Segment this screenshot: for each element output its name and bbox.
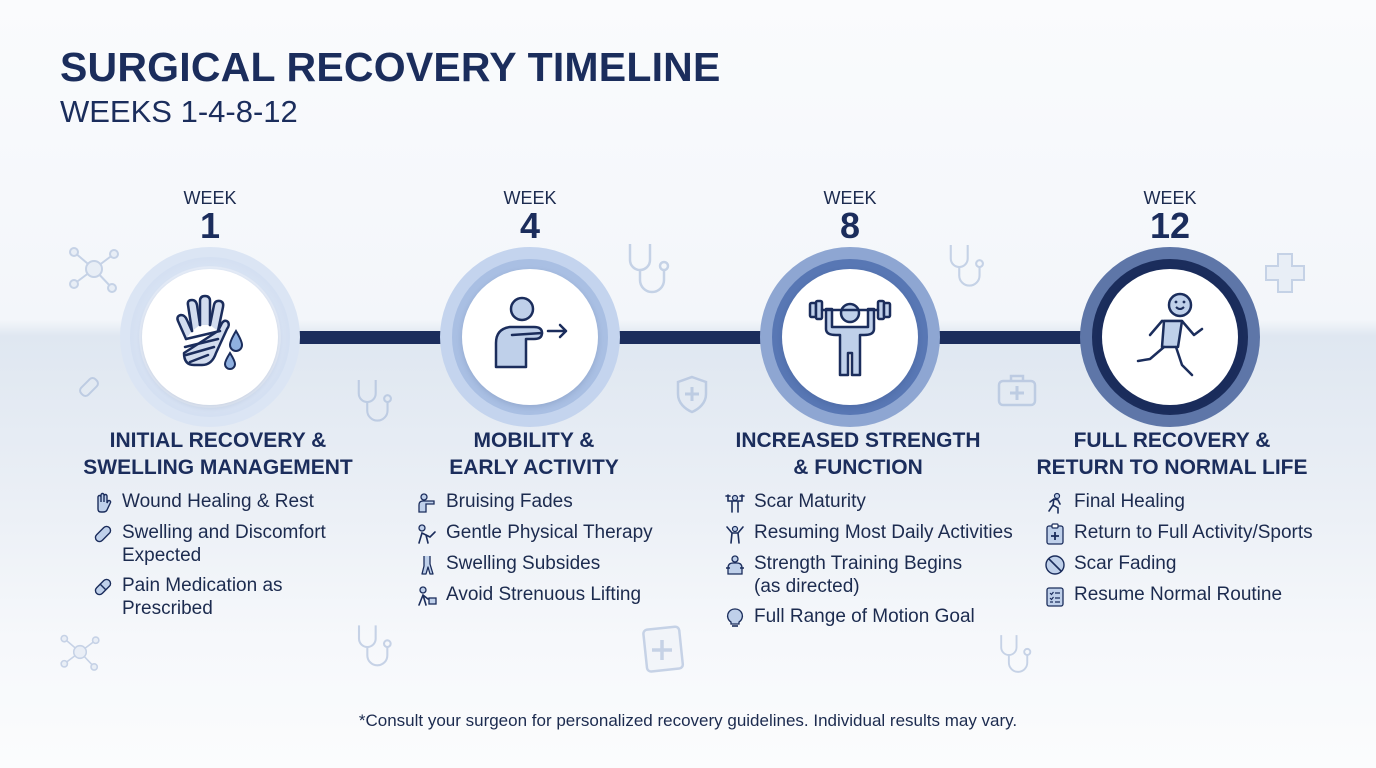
strength-icon	[726, 555, 744, 575]
list-item: Scar Fading	[1044, 552, 1313, 576]
stethoscope-icon	[628, 244, 670, 294]
list-item: Return to Full Activity/Sports	[1044, 521, 1313, 545]
pill-icon	[94, 578, 112, 596]
list-item: Resume Normal Routine	[1044, 583, 1313, 607]
list-item-text: Avoid Strenuous Lifting	[446, 584, 642, 605]
stethoscope-icon	[1000, 635, 1032, 673]
list-item: Strength Training Begins(as directed)	[724, 552, 1013, 598]
medical-clipboard-icon	[1046, 523, 1064, 545]
bandaged-hand-icon	[176, 294, 244, 370]
list-item: Final Healing	[1044, 490, 1313, 514]
list-item-text: Gentle Physical Therapy	[446, 522, 653, 543]
medical-cross-icon	[1265, 253, 1305, 293]
list-item-text: Final Healing	[1074, 491, 1185, 512]
list-item: Full Range of Motion Goal	[724, 605, 1013, 629]
stage-item-list: Scar Maturity Resuming Most Daily Activi…	[724, 490, 1013, 636]
list-item-text: Resume Normal Routine	[1074, 584, 1283, 605]
list-item-text: Full Range of Motion Goal	[754, 606, 975, 627]
list-item-text: Return to Full Activity/Sports	[1074, 522, 1313, 543]
week-label: WEEK	[503, 188, 557, 208]
dumbbell-person-icon	[725, 494, 745, 513]
leg-icon	[421, 556, 434, 575]
week-label: WEEK	[183, 188, 237, 208]
list-item-text: Scar Fading	[1074, 553, 1177, 574]
page-subtitle: WEEKS 1-4-8-12	[60, 94, 298, 129]
list-item-text: Strength Training Begins(as directed)	[754, 553, 963, 597]
stage-heading: INCREASED STRENGTH & FUNCTION	[735, 429, 981, 479]
list-item-text: Wound Healing & Rest	[122, 491, 314, 512]
no-scar-icon	[1045, 555, 1065, 575]
week-number: 4	[519, 205, 541, 246]
shield-cross-icon	[676, 375, 708, 414]
timeline-connector	[280, 331, 1100, 344]
bandage-icon	[94, 525, 112, 543]
list-item: Avoid Strenuous Lifting	[416, 583, 653, 607]
stethoscope-icon	[357, 625, 392, 667]
stage-item-list: Wound Healing & Rest Swelling and Discom…	[92, 490, 326, 627]
no-lifting-icon	[418, 586, 437, 606]
medical-kit-icon	[997, 374, 1037, 407]
week-label: WEEK	[1143, 188, 1197, 208]
activity-person-icon	[726, 525, 744, 544]
checklist-icon	[1046, 587, 1064, 607]
list-item-text: Scar Maturity	[754, 491, 866, 512]
list-item-text: Bruising Fades	[446, 491, 573, 512]
running-person-icon	[1136, 292, 1204, 377]
list-item: Scar Maturity	[724, 490, 1013, 514]
week-number: 8	[839, 205, 861, 246]
stethoscope-icon	[357, 380, 392, 422]
list-item: Bruising Fades	[416, 490, 653, 514]
week-label: WEEK	[823, 188, 877, 208]
molecule-icon	[60, 634, 100, 671]
arm-icon	[418, 493, 435, 513]
stage-item-list: Bruising Fades Gentle Physical Therapy S…	[416, 490, 653, 614]
runner-icon	[1048, 492, 1061, 514]
stage-item-list: Final Healing Return to Full Activity/Sp…	[1044, 490, 1313, 614]
list-item: Swelling Subsides	[416, 552, 653, 576]
list-item: Resuming Most Daily Activities	[724, 521, 1013, 545]
lightbulb-icon	[727, 608, 743, 627]
molecule-icon	[69, 247, 119, 293]
list-item-text: Swelling Subsides	[446, 553, 601, 574]
list-item-text: Resuming Most Daily Activities	[754, 522, 1013, 543]
stage-heading: INITIAL RECOVERY & SWELLING MANAGEMENT	[83, 429, 353, 479]
clipboard-cross-icon	[642, 625, 685, 673]
week-number: 12	[1149, 205, 1191, 246]
stage-heading: FULL RECOVERY & RETURN TO NORMAL LIFE	[1036, 429, 1308, 479]
week-number: 1	[199, 205, 221, 246]
page-title: SURGICAL RECOVERY TIMELINE	[60, 44, 721, 90]
stage-circle	[1080, 247, 1260, 427]
bandage-icon	[79, 377, 99, 397]
therapy-icon	[418, 524, 436, 544]
stage-heading: MOBILITY & EARLY ACTIVITY	[449, 429, 619, 479]
list-item: Wound Healing & Rest	[92, 490, 326, 514]
list-item: Gentle Physical Therapy	[416, 521, 653, 545]
hand-icon	[97, 492, 112, 513]
stage-circle	[120, 247, 300, 427]
stethoscope-icon	[949, 245, 984, 287]
disclaimer-footnote: *Consult your surgeon for personalized r…	[358, 711, 1018, 730]
